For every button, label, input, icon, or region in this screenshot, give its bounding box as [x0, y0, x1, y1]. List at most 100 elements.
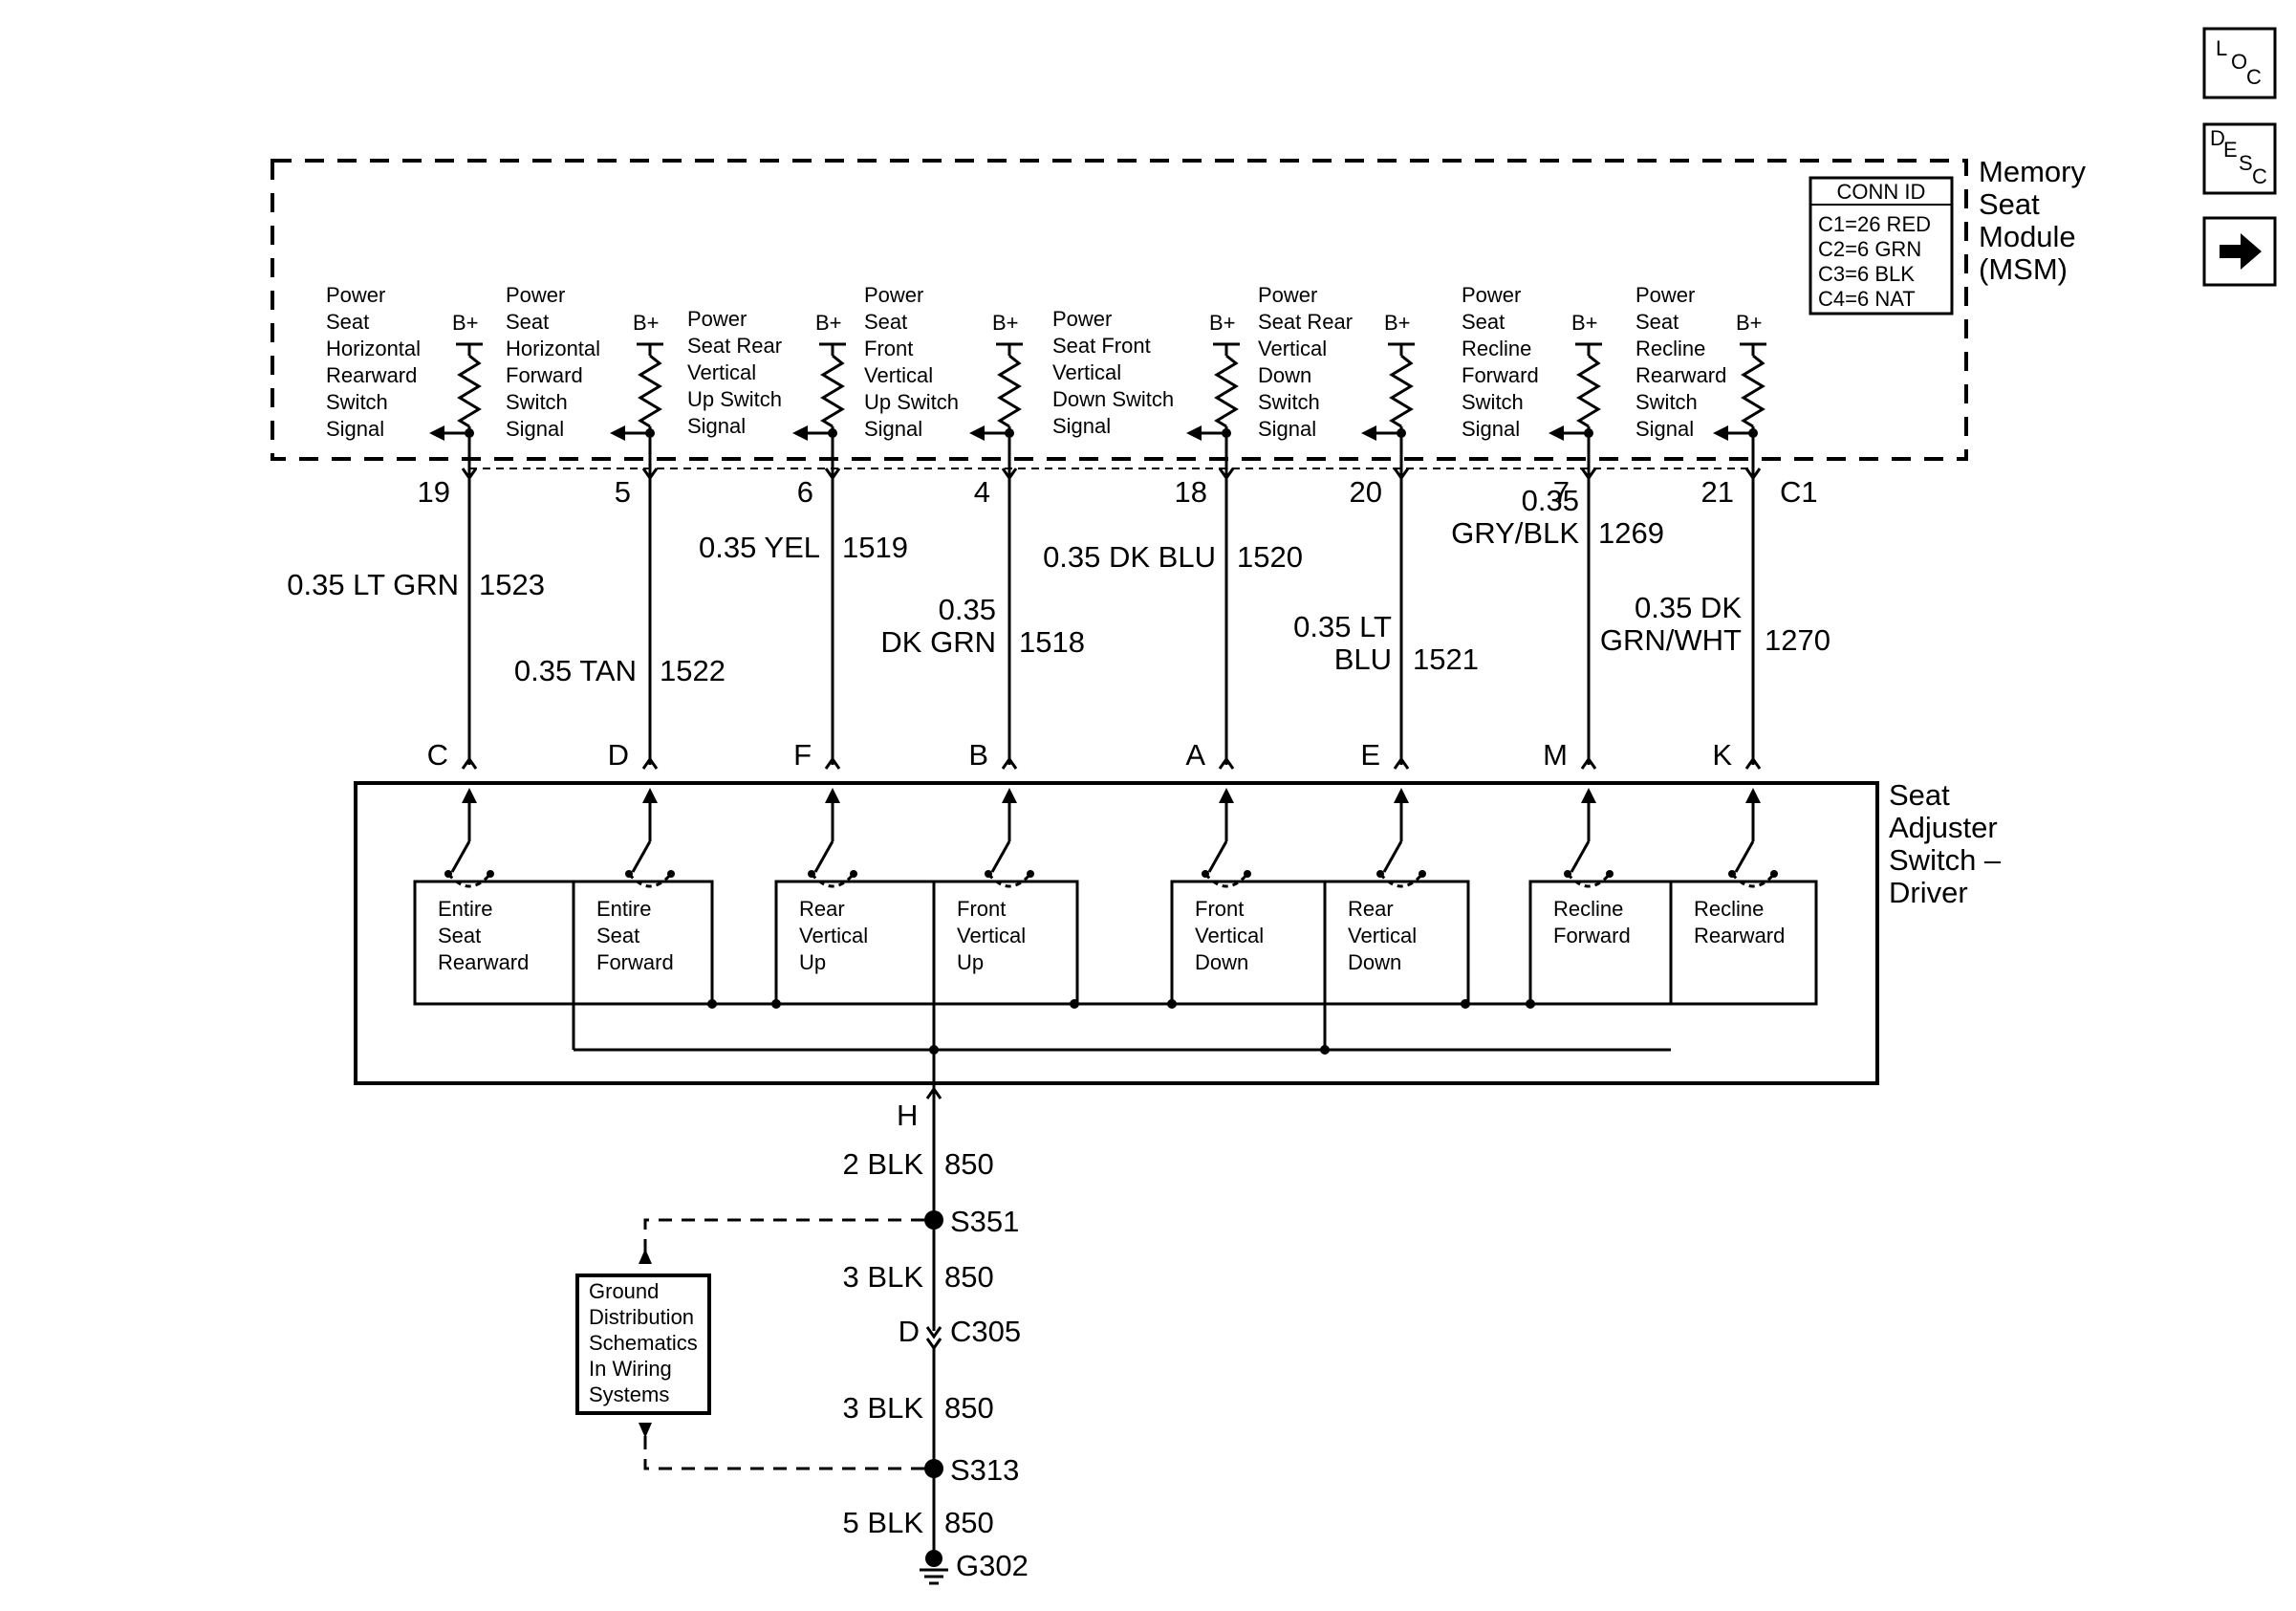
- circuit-number: 1270: [1765, 623, 1830, 657]
- signal-label: Seat: [506, 310, 549, 334]
- svg-text:C: C: [2246, 65, 2262, 89]
- switch-cell-label: Vertical: [799, 924, 868, 947]
- module-pin: 20: [1350, 475, 1382, 509]
- module-pin: 4: [974, 475, 990, 509]
- ground-distribution-reference[interactable]: Ground Distribution Schematics In Wiring…: [575, 1274, 711, 1415]
- signal-label: Power: [506, 283, 565, 307]
- wire-color: DK GRN: [880, 625, 996, 659]
- switch-pin: K: [1712, 738, 1732, 772]
- pullup-resistor: [457, 354, 482, 428]
- circuit-column-1522: PowerSeatHorizontalForwardSwitchSignalB+…: [506, 283, 726, 888]
- signal-label: Switch: [1635, 390, 1698, 414]
- svg-text:Distribution: Distribution: [589, 1305, 694, 1329]
- svg-text:Systems: Systems: [589, 1382, 669, 1406]
- signal-arrow: [1713, 425, 1728, 441]
- signal-label: Power: [1635, 283, 1695, 307]
- pullup-resistor: [820, 354, 845, 428]
- wire-color: 0.35 DK: [1635, 591, 1742, 624]
- switch-cell-label: Entire: [596, 897, 651, 921]
- svg-text:O: O: [2231, 50, 2247, 74]
- wire-color: 0.35: [939, 593, 996, 626]
- signal-arrow: [1549, 425, 1564, 441]
- loc-icon[interactable]: L O C: [2202, 27, 2277, 99]
- svg-text:E: E: [2223, 138, 2238, 162]
- switch-contact: [1207, 840, 1228, 873]
- pullup-resistor: [997, 354, 1022, 428]
- switch-cell-label: Rearward: [1694, 924, 1785, 947]
- signal-label: Forward: [1462, 363, 1539, 387]
- switch-cell-label: Entire: [438, 897, 492, 921]
- switch-cell-label: Recline: [1694, 897, 1764, 921]
- switch-pin: C: [427, 738, 448, 772]
- signal-label: Vertical: [864, 363, 933, 387]
- signal-label: Power: [1258, 283, 1317, 307]
- svg-text:In Wiring: In Wiring: [589, 1357, 672, 1381]
- svg-text:Ground: Ground: [589, 1279, 659, 1303]
- switch-cell-label: Front: [1195, 897, 1244, 921]
- module-connector-label: C1: [1780, 475, 1818, 509]
- signal-label: Rearward: [326, 363, 417, 387]
- signal-label: Switch: [326, 390, 388, 414]
- ground-wire-2-circuit: 850: [944, 1260, 994, 1294]
- svg-text:C: C: [2252, 164, 2267, 188]
- signal-label: Seat Rear: [1258, 310, 1353, 334]
- signal-label: Seat: [864, 310, 907, 334]
- signal-arrow: [429, 425, 444, 441]
- wire-color: 0.35 DK BLU: [1043, 540, 1216, 574]
- circuit-number: 1522: [660, 654, 726, 687]
- circuit-column-1269: PowerSeatReclineForwardSwitchSignalB+70.…: [1451, 283, 1664, 888]
- signal-label: Recline: [1462, 337, 1531, 360]
- signal-label: Vertical: [687, 360, 756, 384]
- ground-wire-4-circuit: 850: [944, 1506, 994, 1539]
- wire-color: 0.35 LT: [1293, 610, 1392, 643]
- conn-id-row-4: C4=6 NAT: [1818, 287, 1916, 311]
- circuit-number: 1269: [1598, 516, 1664, 550]
- wire-color: 0.35 YEL: [699, 531, 820, 564]
- switch-pin: F: [793, 738, 812, 772]
- pullup-resistor: [1576, 354, 1601, 428]
- signal-label: Power: [864, 283, 923, 307]
- signal-label: Power: [687, 307, 747, 331]
- switch-contact: [1734, 840, 1755, 873]
- switch-cell-label: Vertical: [1348, 924, 1417, 947]
- memory-seat-module: Memory Seat Module (MSM) CONN ID C1=26 R…: [271, 155, 2086, 509]
- ground-wire-3-color: 3 BLK: [843, 1391, 924, 1425]
- seat-adjuster-switch: Seat Adjuster Switch – Driver EntireSeat…: [354, 778, 2002, 1132]
- switch-cell-label: Forward: [1553, 924, 1631, 947]
- ground-splice-bottom: S313: [950, 1453, 1019, 1487]
- module-pin: 19: [418, 475, 450, 509]
- desc-icon[interactable]: D E S C: [2202, 122, 2277, 195]
- circuit-columns: PowerSeatHorizontalRearwardSwitchSignalB…: [287, 283, 1830, 888]
- switch-cell-label: Rearward: [438, 950, 529, 974]
- supply-label: B+: [452, 311, 479, 335]
- signal-label: Power: [1462, 283, 1521, 307]
- svg-text:D: D: [2210, 126, 2225, 150]
- signal-label: Horizontal: [506, 337, 600, 360]
- supply-label: B+: [1736, 311, 1763, 335]
- signal-label: Front: [864, 337, 913, 360]
- ground-path: 2 BLK 850 S351 3 BLK 850 D C305 3 BLK 85…: [575, 1087, 1029, 1585]
- signal-label: Seat: [1462, 310, 1505, 334]
- switch-ground-pin: H: [897, 1099, 918, 1132]
- signal-label: Down: [1258, 363, 1311, 387]
- signal-label: Rearward: [1635, 363, 1726, 387]
- switch-cell-label: Up: [799, 950, 826, 974]
- switch-contact: [631, 840, 652, 873]
- signal-label: Seat: [1635, 310, 1679, 334]
- switch-cell-label: Down: [1195, 950, 1248, 974]
- ground-splice-top: S351: [950, 1205, 1019, 1238]
- ground-wire-3-circuit: 850: [944, 1391, 994, 1425]
- right-arrow-icon[interactable]: [2202, 216, 2277, 287]
- switch-pin: M: [1543, 738, 1568, 772]
